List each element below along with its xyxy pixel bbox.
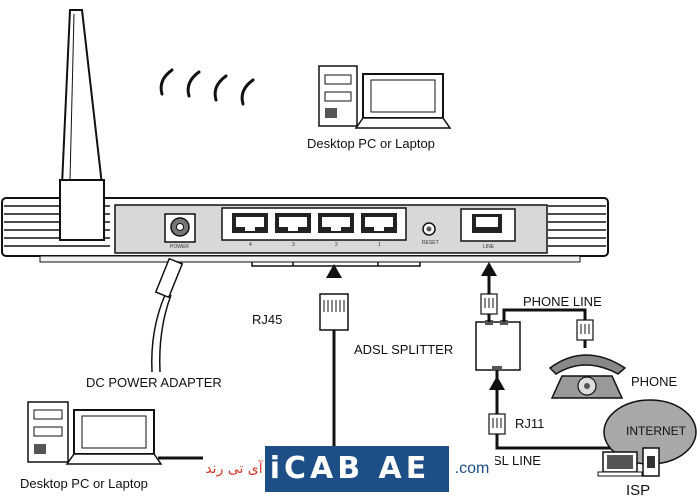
label-rj45: RJ45 (252, 312, 283, 327)
wireless-signal-icon (159, 68, 255, 106)
rj11-line-connector-icon (480, 293, 498, 315)
label-port-power: POWER (170, 244, 189, 250)
label-port-4: 4 (249, 242, 252, 248)
isp-computer-icon (597, 447, 660, 477)
lan-bracket (251, 262, 421, 267)
label-port-line: LINE (483, 244, 495, 250)
watermark-fa-text: آی تی رند (203, 446, 265, 492)
label-port-3: 3 (292, 242, 295, 248)
dc-power-cable (151, 257, 184, 373)
label-pc-bottom: Desktop PC or Laptop (20, 476, 148, 491)
label-internet: INTERNET (626, 424, 686, 438)
rj45-connector-icon (319, 293, 349, 331)
label-port-reset: RESET (422, 240, 439, 246)
watermark-com: .com (449, 446, 495, 492)
label-pc-top: Desktop PC or Laptop (307, 136, 435, 151)
label-phone: PHONE (631, 374, 678, 389)
line-port (460, 208, 516, 242)
label-adsl-splitter: ADSL SPLITTER (354, 342, 454, 357)
label-dc-power: DC POWER ADAPTER (86, 375, 222, 390)
power-port (164, 213, 196, 243)
watermark-mark: iCAB AE (269, 451, 431, 486)
label-rj11: RJ11 (515, 416, 545, 431)
adsl-splitter-icon (475, 320, 521, 371)
telephone-icon (548, 354, 627, 399)
reset-button (422, 222, 436, 236)
label-adsl-line: SL LINE (493, 453, 541, 468)
lan-arrow (326, 264, 342, 278)
desktop-pc-bottom-icon (27, 401, 163, 465)
label-isp: ISP (626, 482, 651, 499)
rj11-adsl-connector-icon (488, 413, 506, 435)
watermark-logo: آی تی رند iCAB AE .com (203, 446, 495, 492)
ethernet-cable (158, 330, 336, 460)
label-phone-line: PHONE LINE (523, 294, 602, 309)
desktop-pc-top-icon (318, 65, 452, 129)
lan-ports (221, 207, 407, 241)
line-arrow (481, 262, 497, 276)
rj11-phone-connector-icon (576, 319, 594, 341)
label-port-2: 2 (335, 242, 338, 248)
label-port-1: 1 (378, 242, 381, 248)
adsl-arrow (489, 376, 505, 390)
